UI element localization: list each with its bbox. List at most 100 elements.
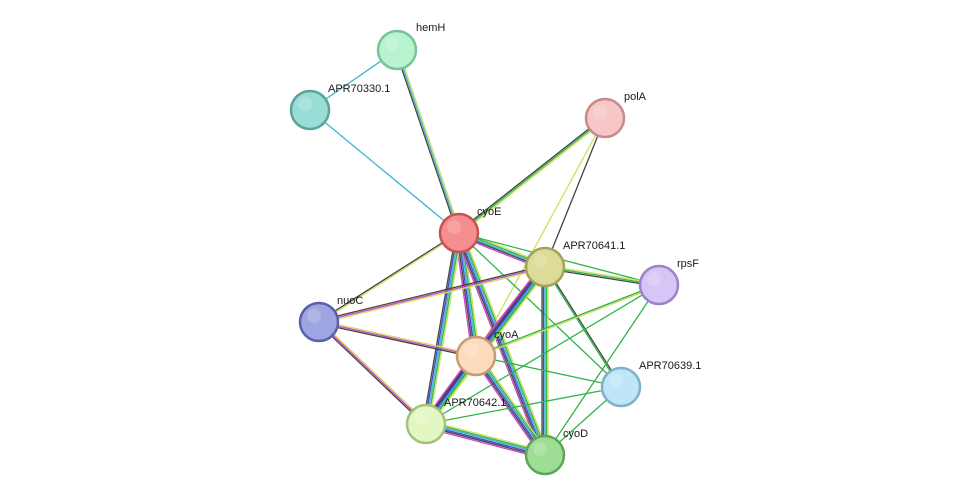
- node-nuoc[interactable]: nuoC: [298, 295, 363, 343]
- edge-rpsF-cyoA[interactable]: [475, 283, 660, 358]
- edge-evidence-line: [318, 231, 459, 322]
- node-label: APR70330.1: [328, 83, 390, 95]
- node-cyoe[interactable]: cyoE: [438, 206, 501, 254]
- edge-evidence-line: [424, 426, 545, 460]
- node-hemh[interactable]: hemH: [376, 22, 445, 71]
- node-circle[interactable]: [438, 212, 480, 254]
- edge-evidence-line: [478, 353, 549, 454]
- node-highlight: [385, 37, 399, 51]
- edge-evidence-line: [426, 233, 462, 425]
- edge-evidence-line: [426, 422, 546, 455]
- edge-evidence-line: [459, 118, 607, 235]
- node-apr70641-1[interactable]: APR70641.1: [524, 240, 625, 288]
- edge-evidence-line: [318, 266, 546, 323]
- node-cyoa[interactable]: cyoA: [455, 329, 519, 377]
- edge-evidence-line: [426, 421, 546, 454]
- node-pola[interactable]: polA: [584, 91, 647, 139]
- node-apr70330-1[interactable]: APR70330.1: [289, 83, 390, 131]
- edge-evidence-line: [422, 232, 457, 424]
- edge-evidence-line: [319, 320, 428, 424]
- edge-evidence-line: [309, 109, 460, 234]
- node-circle[interactable]: [376, 29, 418, 71]
- edge-evidence-line: [319, 267, 546, 325]
- edge-cyoE-APR70639.1[interactable]: [458, 232, 622, 388]
- edge-evidence-line: [543, 267, 621, 388]
- nodes-layer: hemH APR70330.1 polA cyoE APR70641.1 rpsF nuoC…: [289, 22, 701, 476]
- edge-evidence-line: [458, 232, 622, 388]
- edge-APR70330.1-cyoE[interactable]: [309, 109, 460, 234]
- node-highlight: [647, 272, 661, 286]
- edge-evidence-line: [317, 322, 426, 426]
- node-circle[interactable]: [638, 264, 680, 306]
- node-circle[interactable]: [298, 301, 340, 343]
- node-highlight: [609, 374, 623, 388]
- node-circle[interactable]: [600, 366, 642, 408]
- node-highlight: [447, 220, 461, 234]
- edge-evidence-line: [425, 424, 545, 457]
- edge-hemH-cyoE[interactable]: [394, 49, 462, 234]
- edge-evidence-line: [394, 50, 459, 234]
- edge-polA-cyoA[interactable]: [475, 117, 606, 357]
- edge-evidence-line: [457, 233, 476, 357]
- edge-evidence-line: [460, 231, 548, 455]
- edge-cyoE-APR70642.1[interactable]: [422, 232, 463, 425]
- node-circle[interactable]: [405, 403, 447, 445]
- edge-APR70642.1-cyoD[interactable]: [424, 419, 547, 460]
- edge-evidence-line: [319, 233, 460, 324]
- edge-APR70641.1-nuoC[interactable]: [318, 264, 546, 325]
- node-highlight: [414, 411, 428, 425]
- edge-evidence-line: [544, 117, 606, 268]
- edge-evidence-line: [425, 425, 545, 458]
- node-label: nuoC: [337, 295, 363, 307]
- edge-APR70642.1-APR70639.1[interactable]: [425, 386, 622, 425]
- edge-APR70641.1-cyoD[interactable]: [541, 267, 549, 455]
- edge-nuoC-APR70642.1[interactable]: [317, 320, 428, 426]
- edge-APR70641.1-APR70639.1[interactable]: [543, 266, 623, 388]
- edge-evidence-line: [457, 116, 605, 233]
- edge-evidence-line: [425, 284, 660, 425]
- node-apr70639-1[interactable]: APR70639.1: [600, 360, 701, 408]
- node-label: hemH: [416, 22, 445, 34]
- node-circle[interactable]: [524, 434, 566, 476]
- edge-evidence-line: [318, 322, 476, 359]
- edge-cyoE-nuoC[interactable]: [318, 231, 460, 324]
- edge-cyoE-cyoD[interactable]: [454, 231, 550, 457]
- edge-cyoA-APR70639.1[interactable]: [475, 355, 622, 388]
- node-circle[interactable]: [289, 89, 331, 131]
- node-label: rpsF: [677, 258, 699, 270]
- edge-evidence-line: [456, 233, 475, 357]
- edge-evidence-line: [461, 231, 550, 454]
- edge-evidence-line: [318, 264, 545, 322]
- edge-evidence-line: [318, 321, 427, 425]
- edge-evidence-line: [426, 419, 547, 453]
- node-label: APR70641.1: [563, 240, 625, 252]
- edge-polA-APR70641.1[interactable]: [544, 117, 606, 268]
- edge-evidence-line: [425, 386, 622, 425]
- edge-polA-cyoE[interactable]: [457, 116, 607, 235]
- edge-evidence-line: [544, 284, 660, 456]
- node-apr70642-1[interactable]: APR70642.1: [405, 397, 506, 445]
- node-circle[interactable]: [455, 335, 497, 377]
- edge-evidence-line: [428, 233, 463, 425]
- edge-nuoC-cyoA[interactable]: [318, 319, 477, 359]
- edge-rpsF-cyoD[interactable]: [544, 284, 660, 456]
- edge-evidence-line: [458, 117, 606, 234]
- edge-evidence-line: [319, 319, 477, 356]
- node-circle[interactable]: [584, 97, 626, 139]
- node-label: APR70639.1: [639, 360, 701, 372]
- node-rpsf[interactable]: rpsF: [638, 258, 699, 306]
- edge-rpsF-APR70642.1[interactable]: [425, 284, 660, 425]
- edge-evidence-line: [397, 49, 462, 233]
- node-circle[interactable]: [524, 246, 566, 288]
- edge-evidence-line: [472, 357, 543, 458]
- node-highlight: [533, 442, 547, 456]
- edge-evidence-line: [475, 117, 606, 357]
- node-highlight: [298, 97, 312, 111]
- edge-evidence-line: [456, 233, 544, 457]
- edge-evidence-line: [476, 285, 660, 358]
- edge-evidence-line: [423, 232, 459, 424]
- node-cyod[interactable]: cyoD: [524, 428, 588, 476]
- node-label: APR70642.1: [444, 397, 506, 409]
- edge-evidence-line: [475, 355, 622, 388]
